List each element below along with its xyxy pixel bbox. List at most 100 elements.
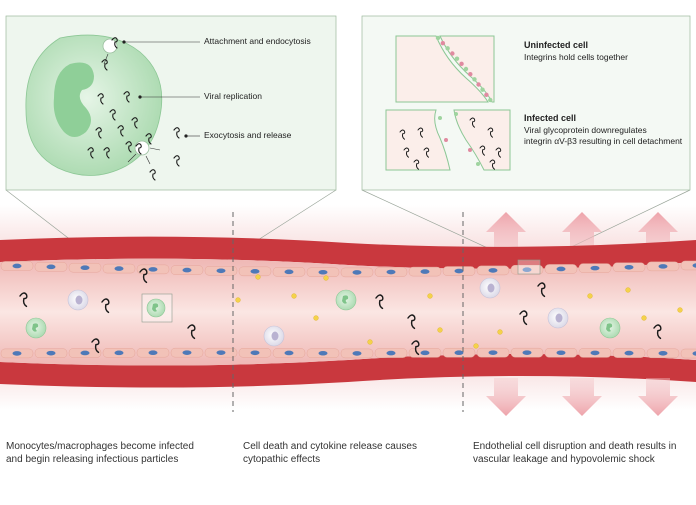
endothelial-cell — [68, 262, 102, 273]
cytokine-dot — [367, 339, 373, 345]
cytokine-dot — [677, 307, 683, 313]
virus-particle — [417, 127, 424, 138]
endothelial-nucleus — [556, 350, 566, 356]
endothelial-cell — [340, 348, 374, 359]
endothelial-cell — [578, 348, 612, 358]
virus-particle — [97, 93, 104, 105]
endothelial-cell — [170, 347, 204, 358]
endothelial-nucleus — [216, 268, 226, 274]
endothelial-cell — [544, 264, 578, 274]
endothelial-nucleus — [352, 351, 362, 356]
endothelial-nucleus — [624, 350, 634, 356]
endothelial-cell — [340, 267, 374, 278]
virus-filament — [117, 125, 124, 137]
virus-particle — [149, 169, 156, 181]
label-attachment: Attachment and endocytosis — [204, 36, 311, 46]
endothelial-cell — [374, 348, 408, 358]
left-inset-panel — [5, 15, 337, 191]
endothelial-cell — [374, 267, 408, 277]
endothelial-cell — [204, 266, 238, 276]
virus-particle — [403, 147, 410, 158]
virus-filament — [111, 37, 118, 49]
caption-stage-1-line2: and begin releasing infectious particles — [6, 454, 179, 465]
endothelial-nucleus — [148, 267, 158, 272]
virus-particle — [479, 145, 486, 156]
virus-filament — [479, 145, 486, 156]
endothelial-cell-body — [680, 348, 696, 359]
caption-stage-2-line1: Cell death and cytokine release causes — [243, 441, 417, 452]
integrin-dot — [463, 66, 469, 72]
virus-particle — [109, 109, 116, 121]
leukocyte — [479, 277, 501, 299]
virus-filament — [101, 59, 108, 71]
leukocyte-nucleus — [487, 283, 495, 293]
endothelial-cell — [476, 265, 510, 276]
leukocyte-nucleus — [555, 313, 563, 323]
endothelial-cell — [272, 267, 306, 277]
endothelial-nucleus — [420, 350, 430, 356]
endothelial-cell — [238, 348, 272, 358]
integrin-dot — [459, 61, 464, 67]
virus-filament — [131, 117, 138, 129]
leukocyte-nucleus — [75, 295, 83, 305]
infected-macrophage — [599, 317, 621, 339]
endothelial-nucleus — [250, 269, 260, 274]
integrin-dot — [445, 46, 450, 51]
endothelial-nucleus — [590, 350, 600, 356]
endothelial-nucleus — [692, 351, 696, 356]
cytokine-dot — [473, 343, 479, 349]
caption-stage-1: Monocytes/macrophages become infected an… — [6, 440, 194, 466]
virus-filament — [173, 127, 180, 139]
endothelial-cell — [578, 263, 612, 273]
virus-filament — [135, 143, 142, 155]
endothelial-nucleus — [692, 263, 696, 268]
virus-filament — [19, 292, 28, 308]
cytokine-dot — [587, 293, 593, 299]
endothelial-cell — [544, 348, 578, 358]
label-replication: Viral replication — [204, 91, 262, 101]
endothelial-cell — [612, 262, 646, 273]
caption-stage-2: Cell death and cytokine release causes c… — [243, 440, 417, 466]
arrow-down-icon — [486, 378, 526, 416]
infected-macrophage-nucleus — [606, 323, 613, 332]
integrin-junction — [435, 35, 493, 103]
endothelial-nucleus — [352, 270, 362, 275]
virus-filament — [489, 159, 496, 170]
endothelial-nucleus — [12, 351, 22, 356]
cytokine-dot — [427, 293, 433, 299]
virus-filament — [149, 169, 156, 181]
endothelial-cell — [680, 260, 696, 271]
endothelial-cell — [408, 266, 442, 277]
vessel-lumen — [0, 258, 696, 366]
virus-particle — [413, 159, 420, 170]
endothelial-nucleus — [658, 264, 668, 269]
virus-particle — [145, 133, 152, 145]
arrow-up-icon — [486, 212, 526, 258]
virus-particle — [111, 37, 118, 49]
endothelial-nucleus — [216, 350, 226, 355]
caption-stage-3: Endothelial cell disruption and death re… — [473, 440, 676, 466]
virus-filament — [123, 91, 130, 103]
endothelial-nucleus — [454, 268, 464, 274]
cytokine-dot — [437, 327, 443, 333]
integrin-dot — [444, 138, 448, 142]
arrow-down-icon — [638, 378, 678, 416]
endothelial-nucleus — [658, 350, 668, 356]
cytokine-dot — [313, 315, 319, 321]
virus-filament — [87, 147, 94, 159]
endothelial-cell — [510, 264, 544, 275]
virus-particle — [123, 91, 130, 103]
cytokine-dot — [235, 297, 241, 303]
virus-particle — [411, 340, 420, 356]
virus-filament — [413, 159, 420, 170]
endothelial-cell — [0, 261, 34, 271]
infected-desc-line2: integrin αV-β3 resulting in cell detachm… — [524, 136, 683, 146]
endothelial-nucleus — [46, 264, 56, 270]
integrin-dot — [440, 40, 446, 46]
endothelial-nucleus — [148, 350, 158, 356]
cytokine-dot — [497, 329, 503, 335]
virus-filament — [125, 141, 132, 153]
uninfected-cell-left — [395, 35, 489, 103]
